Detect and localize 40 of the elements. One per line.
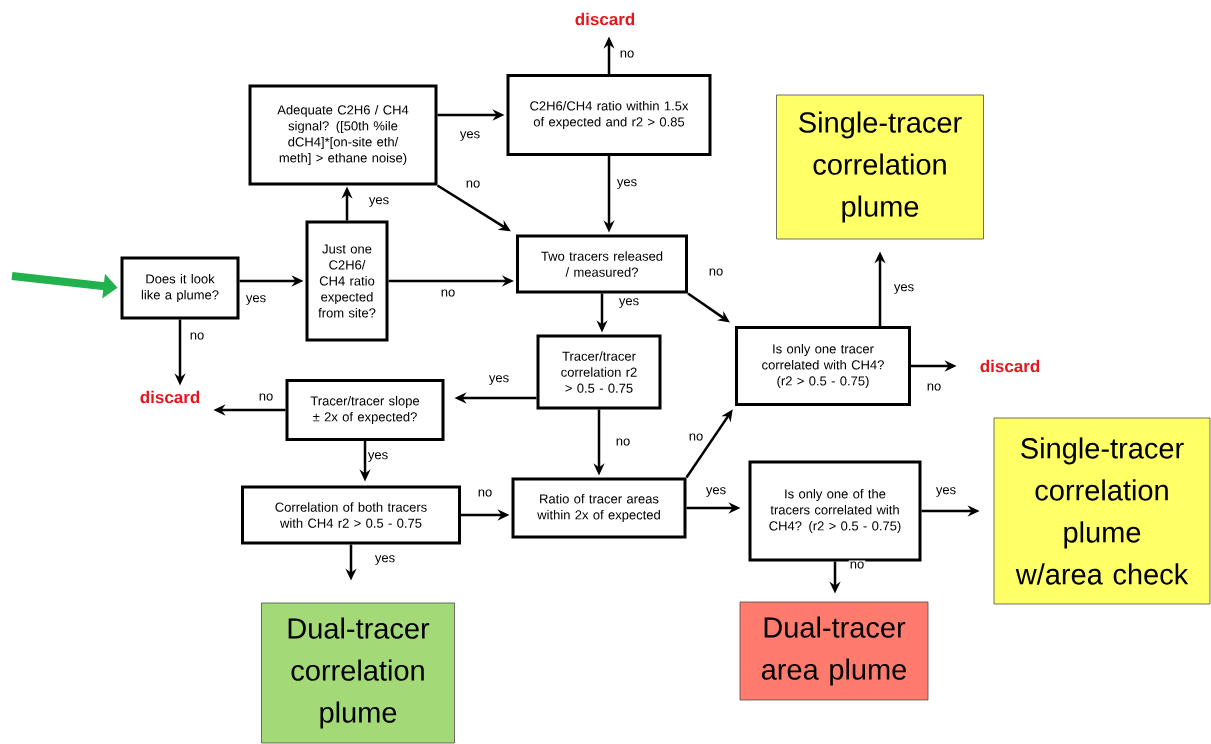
decision-box: Is only one of the tracers correlated with CH4? (r2 > 0.5 - 0.75): [748, 460, 922, 562]
decision-box: Correlation of both tracers with CH4 r2 > 0.5 - 0.75: [241, 485, 461, 545]
outcome-box: Dual-tracer correlation plume: [261, 602, 455, 744]
decision-box: Tracer/tracer correlation r2 > 0.5 - 0.75: [536, 334, 662, 410]
edge-label: yes: [617, 297, 641, 309]
outcome-box: Single-tracer correlation plume: [776, 94, 984, 240]
edge-label: no: [476, 488, 494, 498]
decision-box: Ratio of tracer areas within 2x of expected: [511, 477, 687, 539]
edge-label: no: [439, 288, 457, 298]
edge-label: yes: [367, 196, 391, 208]
edge-label: yes: [366, 451, 390, 463]
edge-label: yes: [615, 178, 639, 190]
edge-label: yes: [458, 130, 482, 142]
edge-label: yes: [487, 374, 511, 386]
discard-label: discard: [575, 12, 635, 26]
edge-label: yes: [892, 283, 916, 295]
edge-label: yes: [704, 486, 728, 498]
edge-label: no: [188, 331, 206, 341]
discard-label: discard: [140, 390, 200, 404]
edge-label: no: [707, 267, 725, 277]
edge-label: no: [618, 49, 636, 59]
outcome-box: Single-tracer correlation plume w/area check: [993, 417, 1211, 605]
edge-label: yes: [373, 554, 397, 566]
edge-label: no: [614, 437, 632, 447]
edge-label: yes: [934, 486, 958, 498]
decision-box: Just one C2H6/ CH4 ratio expected from site?: [305, 220, 389, 342]
edge-label: no: [257, 392, 275, 402]
decision-box: Is only one tracer correlated with CH4? (r2 > 0.5 - 0.75): [735, 326, 911, 406]
edge-label: no: [925, 382, 943, 392]
edge-label: no: [687, 432, 705, 442]
decision-box: Two tracers released / measured?: [516, 234, 688, 294]
edge-label: no: [464, 179, 482, 189]
decision-box: Adequate C2H6 / CH4 signal? ([50th %ile dCH4]*[on-site eth/ meth] > ethane noise): [248, 84, 438, 186]
decision-box: C2H6/CH4 ratio within 1.5x of expected and r2 > 0.85: [506, 74, 712, 156]
decision-box: Does it look like a plume?: [120, 256, 240, 320]
discard-label: discard: [980, 359, 1040, 373]
outcome-box: Dual-tracer area plume: [739, 601, 929, 701]
edge-label: no: [848, 560, 866, 570]
edge-label: yes: [244, 294, 268, 306]
decision-box: Tracer/tracer slope ± 2x of expected?: [285, 379, 445, 441]
